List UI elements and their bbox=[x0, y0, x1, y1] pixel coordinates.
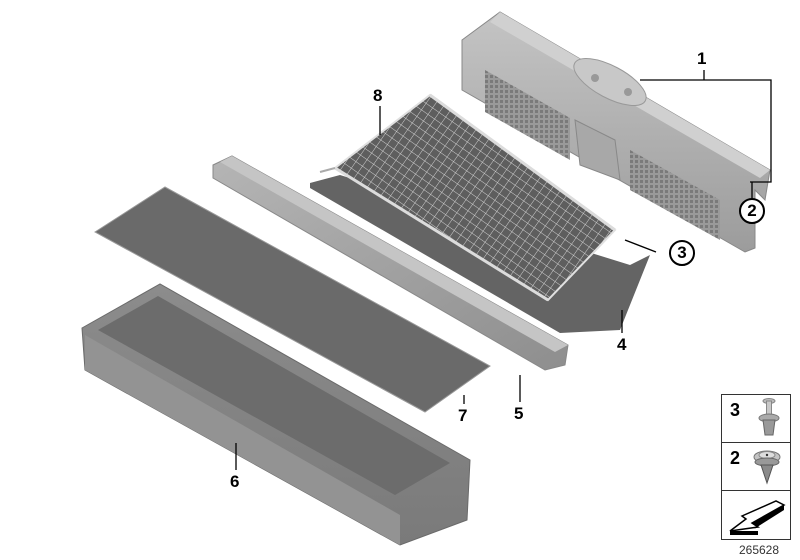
legend-item-direction bbox=[722, 491, 790, 539]
expanding-rivet-icon bbox=[753, 450, 781, 485]
legend-label: 3 bbox=[730, 400, 741, 420]
part-1-trim-panel bbox=[461, 11, 771, 253]
callout-6: 6 bbox=[230, 472, 240, 491]
callout-8: 8 bbox=[373, 86, 383, 105]
callout-5: 5 bbox=[514, 404, 524, 423]
callout-7: 7 bbox=[458, 406, 468, 425]
part-6-storage-tray bbox=[81, 283, 471, 546]
callout-3-circled: 3 bbox=[669, 240, 695, 266]
part-7-floor-cover bbox=[94, 186, 491, 413]
direction-arrow-icon bbox=[729, 500, 786, 535]
image-id: 265628 bbox=[738, 543, 780, 557]
leader-lines bbox=[235, 70, 772, 470]
legend-item-2: 2 bbox=[722, 443, 790, 491]
legend-item-3: 3 bbox=[722, 395, 790, 443]
part-8-luggage-net bbox=[319, 93, 617, 302]
callout-1: 1 bbox=[697, 49, 707, 68]
callout-2-circled: 2 bbox=[739, 198, 765, 224]
callout-4: 4 bbox=[617, 335, 627, 354]
part-5-cover-strip bbox=[212, 155, 569, 371]
push-rivet-icon bbox=[758, 398, 780, 436]
legend-label: 2 bbox=[730, 448, 741, 468]
fastener-legend: 3 2 bbox=[721, 394, 791, 540]
